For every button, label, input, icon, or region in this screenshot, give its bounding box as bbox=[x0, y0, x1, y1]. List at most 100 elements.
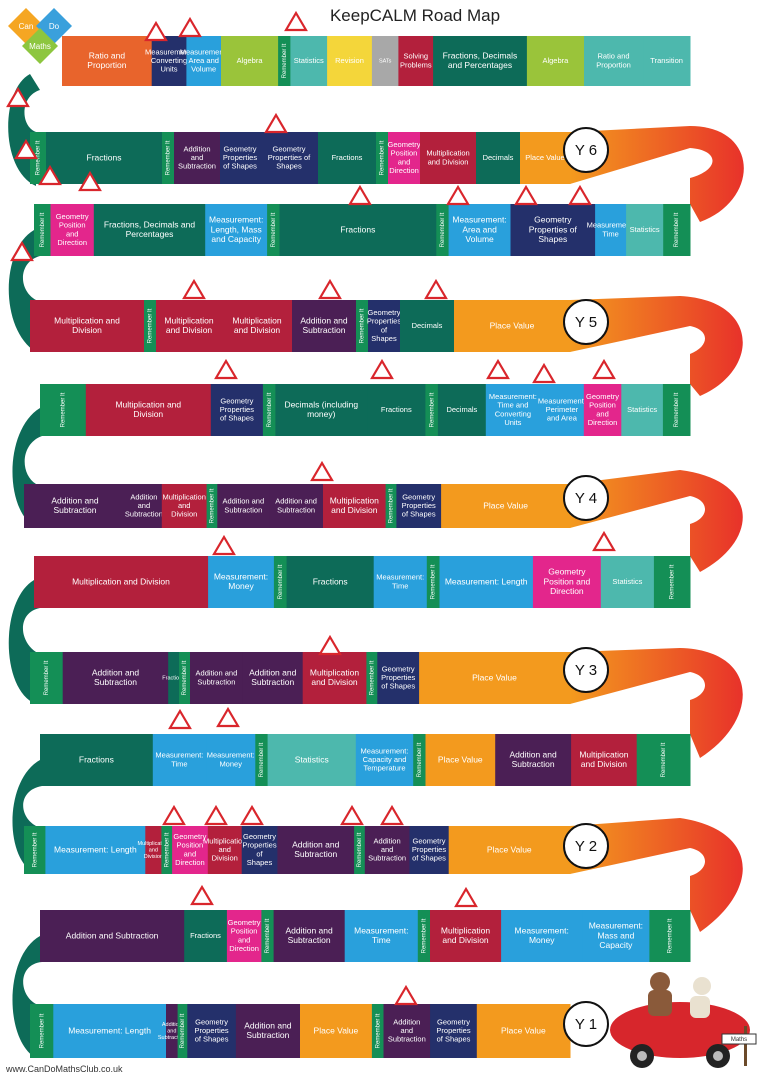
tile-r1a-3: Remember It bbox=[261, 910, 275, 962]
svg-text:Addition and Subtraction: Addition and Subtraction bbox=[66, 930, 159, 940]
tile-r6a-7: SATs bbox=[371, 36, 399, 86]
svg-text:Fractions: Fractions bbox=[381, 405, 412, 414]
svg-text:of Shapes: of Shapes bbox=[195, 1035, 229, 1044]
svg-text:Maths: Maths bbox=[731, 1037, 747, 1043]
svg-text:Direction: Direction bbox=[175, 858, 205, 867]
svg-text:Shapes: Shapes bbox=[538, 234, 567, 244]
svg-text:Y 6: Y 6 bbox=[575, 142, 597, 159]
can-do-maths-logo: Can Do Maths bbox=[6, 6, 76, 66]
warning-triangle-icon bbox=[38, 164, 62, 186]
svg-text:Remember It: Remember It bbox=[278, 564, 284, 599]
svg-text:Position: Position bbox=[391, 149, 418, 158]
svg-text:Place Value: Place Value bbox=[490, 320, 535, 330]
svg-text:Properties: Properties bbox=[367, 317, 401, 326]
svg-text:Remember It: Remember It bbox=[429, 392, 435, 427]
svg-text:Place Value: Place Value bbox=[501, 1025, 546, 1035]
red-car-illustration bbox=[610, 972, 750, 1068]
tile-r4b-3: Remember It bbox=[206, 484, 218, 528]
tile-r4a-5: Fractions bbox=[367, 384, 426, 436]
svg-text:Subtraction: Subtraction bbox=[197, 677, 235, 686]
svg-text:Fractions: Fractions bbox=[79, 754, 114, 764]
svg-text:Units: Units bbox=[160, 65, 177, 74]
svg-text:Geometry: Geometry bbox=[534, 214, 572, 224]
svg-text:Multiplication and Division: Multiplication and Division bbox=[72, 576, 170, 586]
tile-r6b-11: Place Value bbox=[520, 132, 571, 184]
svg-text:Addition and: Addition and bbox=[509, 749, 557, 759]
svg-text:Fractions: Fractions bbox=[190, 931, 221, 940]
svg-text:Remember It: Remember It bbox=[431, 564, 437, 599]
tile-r4a-7: Decimals bbox=[437, 384, 487, 436]
svg-text:Multiplication: Multiplication bbox=[164, 315, 213, 325]
svg-text:Statistics: Statistics bbox=[294, 56, 324, 65]
svg-text:Y 3: Y 3 bbox=[575, 662, 597, 679]
svg-text:Direction: Direction bbox=[550, 586, 584, 596]
svg-text:Direction: Direction bbox=[229, 944, 259, 953]
svg-text:Geometry: Geometry bbox=[437, 1017, 470, 1026]
svg-text:Position: Position bbox=[59, 221, 86, 230]
svg-text:Remember It: Remember It bbox=[44, 660, 50, 695]
svg-text:Addition: Addition bbox=[162, 1022, 182, 1028]
svg-text:Fractions: Fractions bbox=[332, 153, 363, 162]
tile-r1b-10: Place Value bbox=[476, 1004, 571, 1058]
tile-r3a-6: Measurement: Length bbox=[439, 556, 534, 608]
warning-triangle-icon bbox=[454, 886, 478, 908]
svg-text:Can: Can bbox=[19, 22, 34, 31]
svg-text:Remember It: Remember It bbox=[369, 660, 375, 695]
tile-r3a-3: Fractions bbox=[286, 556, 375, 608]
tile-r3a-9: Remember It bbox=[653, 556, 691, 608]
svg-text:Addition and: Addition and bbox=[285, 925, 333, 935]
svg-text:and: and bbox=[596, 409, 609, 418]
svg-text:of: of bbox=[256, 849, 263, 858]
svg-text:Remember It: Remember It bbox=[375, 1013, 381, 1048]
svg-text:Geometry: Geometry bbox=[195, 1017, 228, 1026]
warning-triangle-icon bbox=[78, 170, 102, 192]
svg-text:Proportion: Proportion bbox=[87, 60, 126, 70]
tile-r5a-4: Remember It bbox=[267, 204, 280, 256]
svg-text:Properties: Properties bbox=[402, 501, 436, 510]
warning-triangle-icon bbox=[310, 460, 334, 482]
tile-r1a-5: Measurement:Time bbox=[344, 910, 419, 962]
warning-triangle-icon bbox=[380, 804, 404, 826]
svg-text:Subtraction: Subtraction bbox=[178, 162, 216, 171]
tile-r3b-9: Place Value bbox=[419, 652, 571, 704]
tile-r3b-3: Remember It bbox=[179, 652, 191, 704]
tile-r1a-1: Fractions bbox=[184, 910, 228, 962]
svg-text:Remember It: Remember It bbox=[282, 43, 288, 78]
svg-text:Multiplication: Multiplication bbox=[138, 841, 170, 847]
svg-text:and: and bbox=[149, 847, 158, 853]
tile-r5a-0: Remember It bbox=[34, 204, 51, 256]
svg-text:Remember It: Remember It bbox=[40, 212, 46, 247]
warning-triangle-icon bbox=[318, 278, 342, 300]
svg-text:Remember It: Remember It bbox=[674, 212, 680, 247]
warning-triangle-icon bbox=[532, 362, 556, 384]
warning-triangle-icon bbox=[14, 138, 38, 160]
tile-r3b-7: Remember It bbox=[366, 652, 378, 704]
svg-text:Remember It: Remember It bbox=[36, 140, 42, 175]
svg-text:Place Value: Place Value bbox=[487, 844, 532, 854]
svg-text:and: and bbox=[238, 935, 251, 944]
svg-text:and: and bbox=[66, 229, 79, 238]
tile-r1a-6: Remember It bbox=[417, 910, 431, 962]
tile-r2a-2: Measurement:Money bbox=[206, 734, 256, 786]
svg-text:Money: Money bbox=[529, 935, 555, 945]
svg-text:Remember It: Remember It bbox=[271, 212, 277, 247]
svg-text:and Division: and Division bbox=[234, 325, 281, 335]
svg-text:Remember It: Remember It bbox=[440, 212, 446, 247]
svg-text:Addition: Addition bbox=[374, 836, 401, 845]
tile-r2b-1: Measurement: Length bbox=[45, 826, 146, 874]
svg-text:Measurement:: Measurement: bbox=[587, 221, 635, 230]
svg-text:Decimals: Decimals bbox=[412, 321, 443, 330]
warning-triangle-icon bbox=[204, 804, 228, 826]
svg-text:Statistics: Statistics bbox=[612, 577, 642, 586]
